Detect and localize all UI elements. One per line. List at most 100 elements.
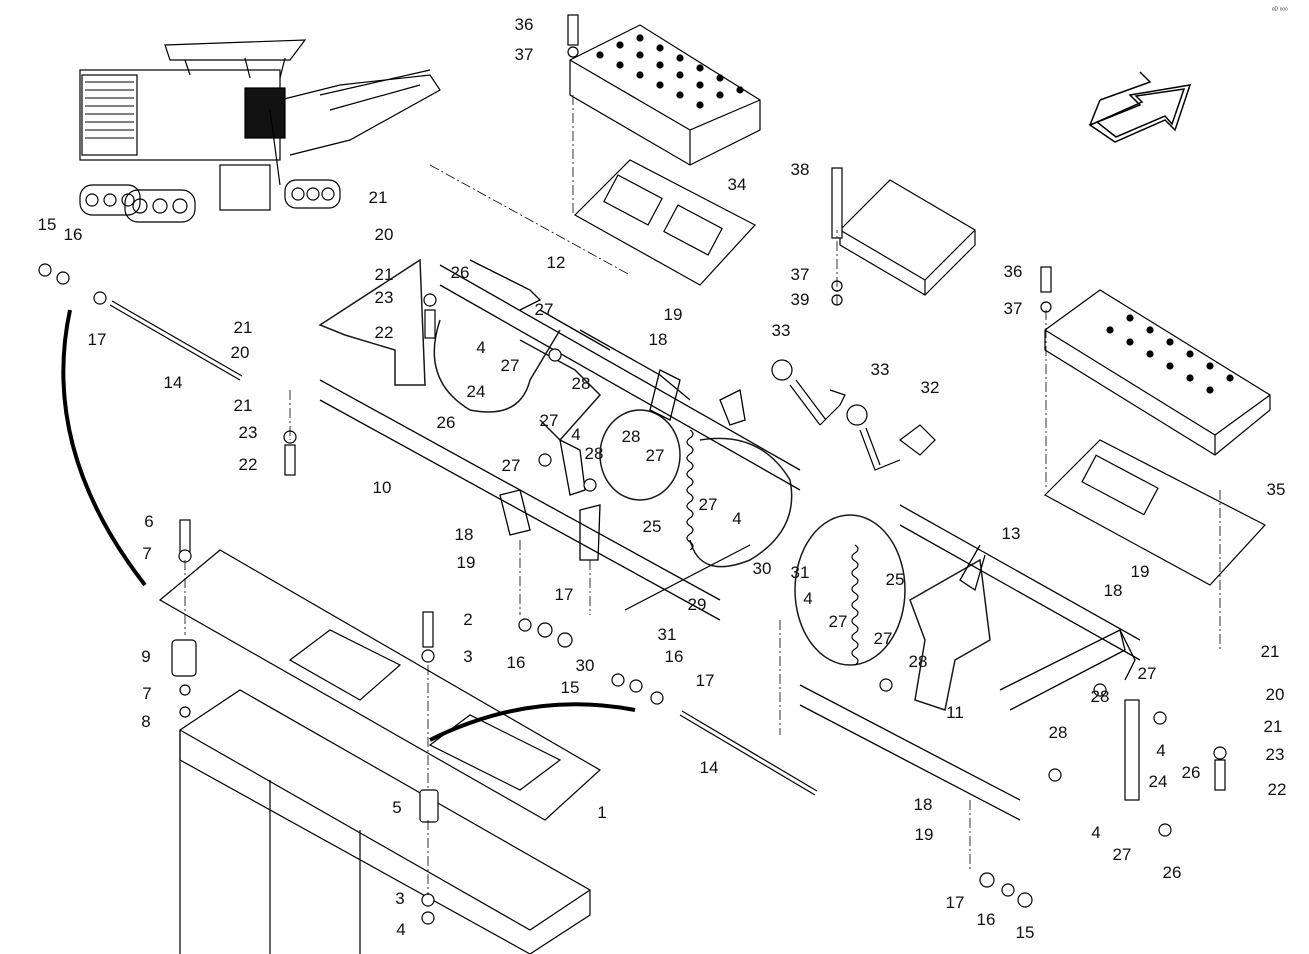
callout-23: 23 — [239, 423, 258, 442]
callout-20: 20 — [375, 225, 394, 244]
callout-14: 14 — [700, 758, 719, 777]
callout-21: 21 — [1264, 717, 1283, 736]
callout-18: 18 — [914, 795, 933, 814]
callout-38: 38 — [791, 160, 810, 179]
callout-27: 27 — [501, 356, 520, 375]
callout-18: 18 — [649, 330, 668, 349]
callout-37: 37 — [791, 265, 810, 284]
callout-4: 4 — [803, 589, 812, 608]
callout-36: 36 — [1004, 262, 1023, 281]
callout-22: 22 — [375, 323, 394, 342]
callout-23: 23 — [1266, 745, 1285, 764]
lower-cabinet — [179, 689, 591, 954]
callout-19: 19 — [457, 553, 476, 572]
callout-4: 4 — [1156, 741, 1165, 760]
callout-21: 21 — [375, 265, 394, 284]
callout-27: 27 — [874, 629, 893, 648]
frame-bracket-35 — [1044, 439, 1266, 586]
callout-22: 22 — [1268, 780, 1287, 799]
callout-20: 20 — [1266, 685, 1285, 704]
callout-21: 21 — [369, 188, 388, 207]
callout-9: 9 — [141, 647, 150, 666]
callout-5: 5 — [392, 798, 401, 817]
cover-plate-right — [1044, 289, 1271, 456]
callout-18: 18 — [1104, 581, 1123, 600]
assembly-guide-lines — [184, 95, 1221, 895]
callout-29: 29 — [688, 595, 707, 614]
cover-plate-small — [839, 179, 976, 296]
callout-7: 7 — [142, 544, 151, 563]
callout-4: 4 — [571, 425, 580, 444]
callout-24: 24 — [467, 382, 486, 401]
callout-7: 7 — [142, 684, 151, 703]
callout-20: 20 — [231, 343, 250, 362]
callout-26: 26 — [1182, 763, 1201, 782]
callout-30: 30 — [753, 559, 772, 578]
threaded-rod-14a — [109, 300, 243, 381]
callout-21: 21 — [234, 318, 253, 337]
callout-4: 4 — [1091, 823, 1100, 842]
fasteners — [38, 14, 1227, 925]
callout-6: 6 — [144, 512, 153, 531]
callout-4: 4 — [732, 509, 741, 528]
callout-22: 22 — [239, 455, 258, 474]
reference-code: ᵉᴰ ᵒᵒᵒ — [1272, 7, 1288, 14]
callout-10: 10 — [373, 478, 392, 497]
callout-13: 13 — [1002, 524, 1021, 543]
callout-16: 16 — [665, 647, 684, 666]
callout-27: 27 — [540, 411, 559, 430]
threaded-rod-14b — [679, 710, 818, 796]
callout-1: 1 — [597, 803, 606, 822]
callout-18: 18 — [455, 525, 474, 544]
callout-26: 26 — [437, 413, 456, 432]
callout-28: 28 — [622, 427, 641, 446]
callout-26: 26 — [1163, 863, 1182, 882]
callout-23: 23 — [375, 288, 394, 307]
callout-4: 4 — [396, 920, 405, 939]
cover-plate-upper — [569, 24, 761, 166]
callout-3: 3 — [395, 889, 404, 908]
callout-2: 2 — [463, 610, 472, 629]
direction-arrow-icon — [1088, 71, 1192, 143]
callout-21: 21 — [234, 396, 253, 415]
callout-27: 27 — [1113, 845, 1132, 864]
callout-28: 28 — [572, 374, 591, 393]
callout-28: 28 — [1049, 723, 1068, 742]
callout-33: 33 — [871, 360, 890, 379]
callout-31: 31 — [791, 563, 810, 582]
callout-16: 16 — [507, 653, 526, 672]
callout-37: 37 — [1004, 299, 1023, 318]
callout-16: 16 — [64, 225, 83, 244]
connector-curves — [61, 309, 636, 742]
callout-4: 4 — [476, 338, 485, 357]
callout-27: 27 — [829, 612, 848, 631]
callout-27: 27 — [535, 300, 554, 319]
callout-28: 28 — [585, 444, 604, 463]
base-plate-1 — [158, 549, 602, 821]
shaft-frames — [319, 259, 1141, 821]
callout-32: 32 — [921, 378, 940, 397]
spring-25a — [686, 429, 694, 551]
callout-27: 27 — [1138, 664, 1157, 683]
rod-29 — [624, 544, 751, 611]
spring-25b — [851, 544, 859, 666]
callout-28: 28 — [909, 652, 928, 671]
callout-26: 26 — [451, 263, 470, 282]
lever-handles — [771, 359, 936, 471]
callout-15: 15 — [1016, 923, 1035, 942]
callout-31: 31 — [658, 625, 677, 644]
frame-bracket-34 — [574, 159, 756, 286]
callout-17: 17 — [555, 585, 574, 604]
callout-28: 28 — [1091, 687, 1110, 706]
crawler-track-center — [124, 189, 196, 223]
callout-19: 19 — [1131, 562, 1150, 581]
callout-17: 17 — [946, 893, 965, 912]
callout-25: 25 — [886, 570, 905, 589]
callout-36: 36 — [515, 15, 534, 34]
callout-27: 27 — [646, 446, 665, 465]
callout-11: 11 — [946, 703, 964, 722]
crawler-track-right — [284, 179, 341, 209]
callout-17: 17 — [88, 330, 107, 349]
